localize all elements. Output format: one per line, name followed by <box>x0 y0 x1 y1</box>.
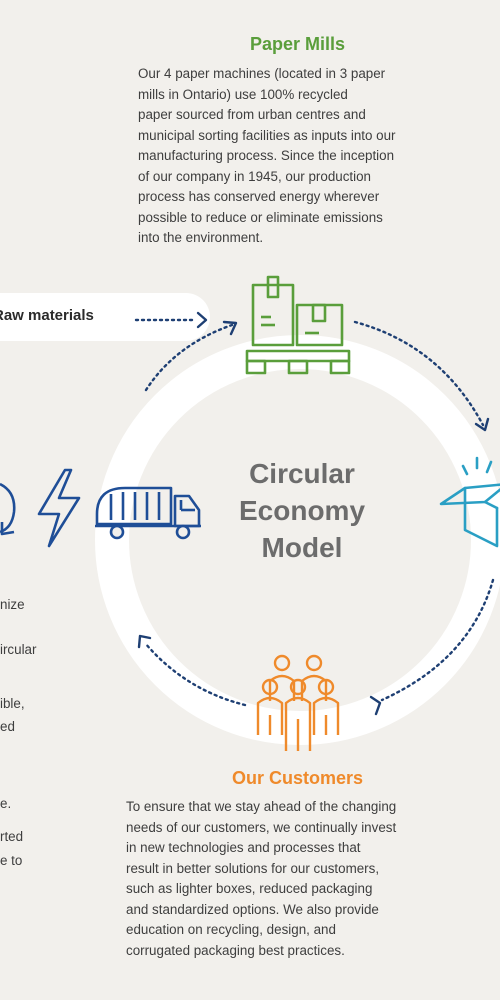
customers-title: Our Customers <box>231 768 364 788</box>
left-fragment-text: e. <box>0 796 12 811</box>
paper-mills-title: Paper Mills <box>249 34 346 54</box>
recycle-arrow-icon <box>0 482 16 536</box>
garbage-truck-icon <box>95 486 201 540</box>
left-fragment-text: rted <box>0 829 24 844</box>
left-fragment-text: ed <box>0 719 15 734</box>
left-fragment-text: ircular <box>0 642 37 657</box>
left-fragment-text: ible, <box>0 696 25 711</box>
raw-materials-label: Raw materials <box>0 307 94 324</box>
left-fragment-text: nize <box>0 597 25 612</box>
people-icon <box>256 654 340 751</box>
left-fragment-text: e to <box>0 853 23 868</box>
raw-materials-band <box>0 293 210 341</box>
pallet-boxes-icon <box>245 275 351 375</box>
customers-description: To ensure that we stay ahead of the chan… <box>126 799 397 958</box>
open-box-icon <box>439 456 500 548</box>
circular-economy-title: Circular Economy Model <box>238 458 366 563</box>
paper-mills-description: Our 4 paper machines (located in 3 paper… <box>138 66 396 245</box>
lightning-icon <box>37 468 81 548</box>
